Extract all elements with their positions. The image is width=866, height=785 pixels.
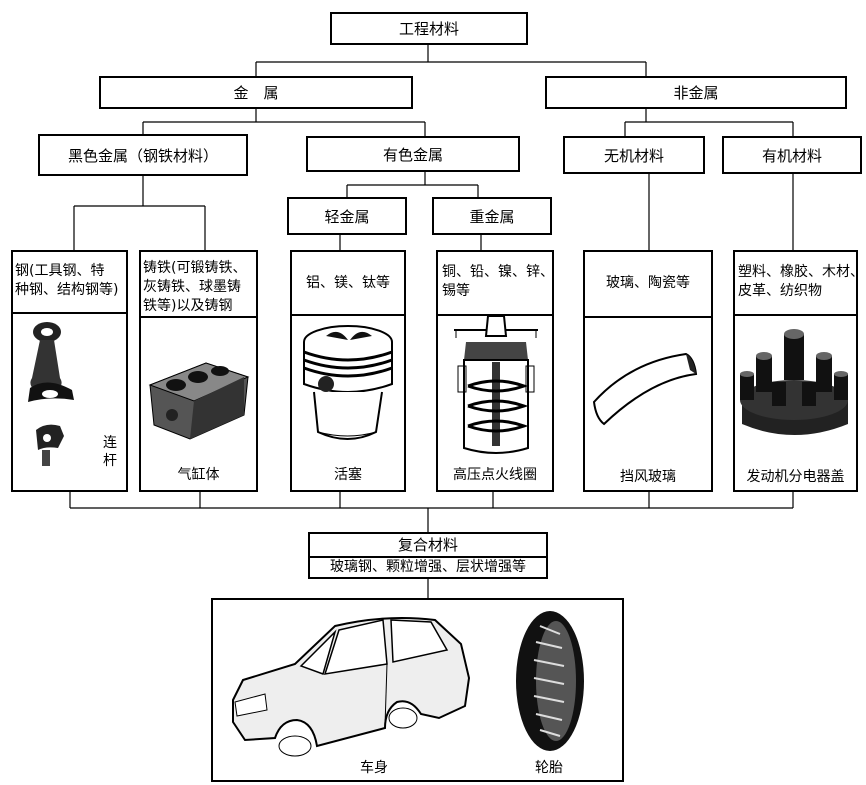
iron-text-box (141, 252, 256, 318)
inorganic-box: 无机材料 (563, 136, 705, 174)
composite-divider (310, 556, 546, 558)
iron-text: 铸铁(可锻铸铁、 灰铸铁、球墨铸 铁等)以及铸钢 (143, 259, 246, 316)
root-box: 工程材料 (330, 12, 528, 45)
connecting-rod-illustration (28, 322, 74, 466)
inorganic-label: 无机材料 (603, 146, 664, 165)
steel-text-box (13, 252, 126, 314)
heavy-metal-box: 重金属 (432, 197, 552, 235)
composite-title: 复合材料 (397, 536, 458, 554)
composite-box (308, 532, 548, 579)
tire-illustration (516, 611, 584, 751)
steel-text-line: 种钢、结构钢等) (15, 282, 119, 298)
light-text: 铝、镁、钛等 (306, 275, 390, 291)
heavy-text-line: 铜、铅、镍、锌、 (442, 264, 554, 280)
iron-text-line: 铁等)以及铸钢 (143, 298, 233, 314)
car-body-caption: 车身 (360, 760, 388, 776)
plastic-text: 塑料、橡胶、木材、 皮革、纺织物 (738, 263, 864, 301)
organic-label: 有机材料 (761, 146, 822, 165)
light-metal-label: 轻金属 (324, 207, 370, 226)
ferrous-label: 黑色金属（钢铁材料） (67, 146, 218, 165)
steel-caption: 连 杆 (102, 434, 118, 470)
metal-label: 金 属 (233, 84, 279, 102)
plastic-text-line: 皮革、纺织物 (738, 283, 822, 299)
glass-caption: 挡风玻璃 (620, 469, 676, 485)
iron-text-line: 铸铁(可锻铸铁、 (143, 260, 247, 276)
light-caption: 活塞 (334, 467, 362, 483)
piston-illustration (303, 325, 393, 440)
light-text-box (292, 252, 404, 316)
heavy-metal-label: 重金属 (469, 207, 515, 226)
ferrous-box: 黑色金属（钢铁材料） (38, 134, 248, 176)
steel-text: 钢(工具钢、特 种钢、结构钢等) (15, 262, 118, 300)
iron-text-line: 灰铸铁、球墨铸 (143, 279, 241, 295)
heavy-text: 铜、铅、镍、锌、 锡等 (442, 263, 554, 301)
distributor-cap-illustration (740, 329, 848, 435)
nonmetal-box: 非金属 (545, 76, 847, 109)
car-body-illustration (232, 617, 471, 757)
iron-caption: 气缸体 (177, 467, 220, 483)
glass-text: 玻璃、陶瓷等 (606, 275, 690, 291)
heavy-text-box (438, 252, 552, 316)
root-label: 工程材料 (398, 20, 459, 38)
tire-caption: 轮胎 (535, 760, 563, 776)
glass-text-box (585, 252, 711, 318)
plastic-text-line: 塑料、橡胶、木材、 (738, 264, 864, 280)
nonferrous-box: 有色金属 (306, 136, 520, 172)
heavy-caption: 高压点火线圈 (453, 467, 537, 483)
windshield-illustration (592, 352, 698, 426)
steel-panel (11, 250, 128, 492)
steel-caption-char: 连 (103, 435, 117, 451)
steel-text-line: 钢(工具钢、特 (15, 263, 105, 279)
plastic-caption: 发动机分电器盖 (746, 469, 845, 485)
organic-box: 有机材料 (722, 136, 862, 174)
plastic-text-box (735, 252, 856, 316)
steel-caption-char: 杆 (103, 453, 117, 469)
heavy-text-line: 锡等 (442, 283, 470, 299)
composite-examples: 玻璃钢、颗粒增强、层状增强等 (330, 559, 526, 575)
nonmetal-label: 非金属 (673, 84, 719, 102)
light-metal-box: 轻金属 (287, 197, 407, 235)
nonferrous-label: 有色金属 (382, 145, 443, 164)
ignition-coil-illustration (454, 316, 538, 454)
cylinder-block-illustration (148, 362, 250, 440)
metal-box: 金 属 (99, 76, 413, 109)
